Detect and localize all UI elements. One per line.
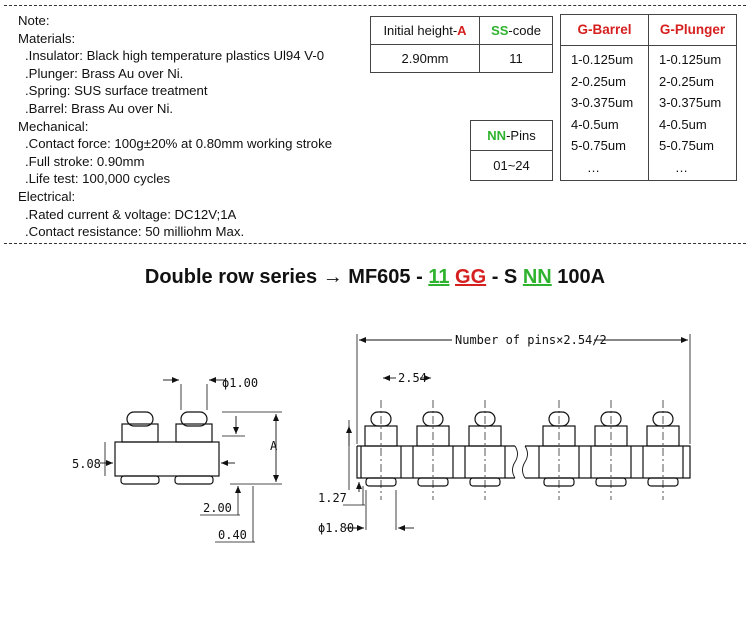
arrow-icon: → [322,266,343,288]
note-line: .Rated current & voltage: DC12V;1A [25,206,237,222]
pins-table: NN-Pins 01~24 [470,120,553,181]
series-prefix: Double row series [144,266,318,288]
barrel-item: … [587,159,600,175]
dim-0-40: 0.40 [218,528,247,542]
note-line: .Contact force: 100g±20% at 0.80mm worki… [25,136,333,152]
plunger-item: 3-0.375um [659,95,722,110]
dim-a: A [270,439,278,453]
plunger-item: 5-0.75um [659,138,714,153]
note-line: Electrical: [18,188,76,204]
note-line: Mechanical: [18,118,89,134]
ss-code-header: SS-code [479,16,553,45]
pins-header: NN-Pins [470,120,553,151]
front-pin [412,411,454,487]
initial-height-value: 2.90mm [370,44,480,73]
note-line: .Barrel: Brass Au over Ni. [25,100,174,116]
middle-divider [4,243,746,244]
note-line: .Full stroke: 0.90mm [25,153,145,169]
plunger-list: 1-0.125um 2-0.25um 3-0.375um 4-0.5um 5-0… [649,46,736,178]
initial-height-header: Initial height-A [370,16,480,45]
dim-2-54: 2.54 [398,371,427,385]
plunger-item: … [675,159,688,175]
barrel-item: 4-0.5um [571,116,619,132]
front-pin [464,411,506,487]
front-pin [642,411,684,487]
front-pin [538,411,580,487]
series-nn-code: NN [522,266,552,288]
front-pin [360,411,402,487]
barrel-column: G-Barrel 1-0.125um 2-0.25um 3-0.375um 4-… [561,15,649,180]
note-line: .Plunger: Brass Au over Ni. [25,65,184,81]
dim-5-08: 5.08 [72,457,101,471]
barrel-item: 3-0.375um [571,95,634,110]
barrel-list: 1-0.125um 2-0.25um 3-0.375um 4-0.5um 5-0… [561,46,648,178]
series-suffix: 100A [557,266,606,288]
series-part: MF605 - [348,266,423,288]
side-pin [174,411,214,485]
barrel-item: 2-0.25um [571,73,626,89]
note-line: .Insulator: Black high temperature plast… [25,48,325,64]
dim-2-00: 2.00 [203,501,232,515]
front-view [343,334,691,531]
dim-pins-formula: Number of pins×2.54/2 [455,333,607,347]
plunger-item: 4-0.5um [659,116,707,132]
dim-1-27: 1.27 [318,491,347,505]
notes-block: Note: Materials: .Insulator: Black high te… [18,12,332,241]
note-line: .Spring: SUS surface treatment [25,83,208,99]
side-pin [114,411,220,485]
note-line: .Life test: 100,000 cycles [25,171,171,187]
side-view [100,377,282,543]
barrel-item: 5-0.75um [571,138,626,153]
note-line: Materials: [18,30,76,46]
plunger-column: G-Plunger 1-0.125um 2-0.25um 3-0.375um 4… [649,15,736,180]
series-mid: - S [491,266,518,288]
plating-table: G-Barrel 1-0.125um 2-0.25um 3-0.375um 4-… [560,14,737,181]
dim-phi-1-00: ϕ1.00 [222,376,258,390]
plunger-item: 2-0.25um [659,73,714,89]
barrel-item: 1-0.125um [571,52,634,67]
series-gg-code: GG [455,266,487,288]
ss-code-value: 11 [479,44,553,73]
top-divider [4,5,746,6]
barrel-header: G-Barrel [561,15,648,46]
series-ss-code: 11 [428,266,450,288]
dim-phi-1-80: ϕ1.80 [318,521,354,535]
plunger-item: 1-0.125um [659,52,722,67]
series-part-number: Double row series → MF605 - 11 GG - S NN… [0,266,750,289]
technical-drawing: ϕ1.00 A 5.08 2.00 0.40 Number of pins×2.… [72,333,691,543]
plunger-header: G-Plunger [649,15,736,46]
note-line: Note: [18,13,50,28]
front-pin [590,411,632,487]
note-line: .Contact resistance: 50 milliohm Max. [25,224,245,240]
height-code-table: Initial height-A SS-code 2.90mm 11 [370,16,553,73]
pins-value: 01~24 [470,150,553,181]
